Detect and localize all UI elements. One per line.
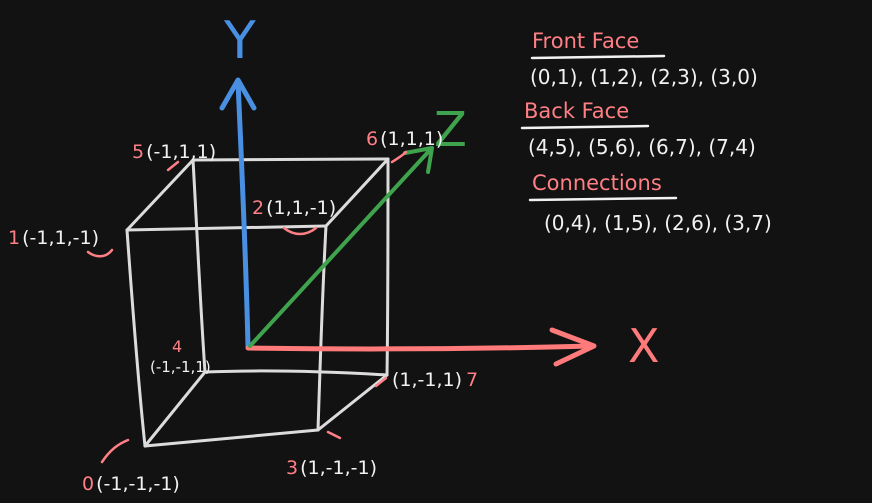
connections-edges: (0,4), (1,5), (2,6), (3,7) <box>544 211 772 235</box>
edge-2-3 <box>316 224 328 432</box>
edge-3-7 <box>316 373 389 432</box>
connections-title: Connections <box>532 171 662 195</box>
vertex-7-pointer <box>374 376 388 388</box>
vertex-6-pointer <box>390 150 408 164</box>
y-axis <box>219 77 257 350</box>
edge-1-5 <box>125 158 195 232</box>
cube-back-face <box>191 157 390 377</box>
vertex-2-label: 2(1,1,-1) <box>252 197 336 219</box>
vertex-1-pointer <box>86 248 114 258</box>
edge-1-2 <box>125 224 328 232</box>
vertex-4-label: 4 <box>172 337 182 356</box>
back-face-underline <box>520 124 650 130</box>
vertex-2-pointer <box>282 226 318 236</box>
front-face-underline <box>530 54 666 60</box>
edge-6-7 <box>385 157 390 377</box>
edge-4-5 <box>191 158 207 374</box>
vertex-4-coord: (-1,-1,1) <box>150 358 211 376</box>
vertex-labels: 0(-1,-1,-1) 1(-1,1,-1) 2(1,1,-1) 3(1,-1,… <box>8 128 478 495</box>
edge-2-6 <box>324 157 390 228</box>
cube-front-face <box>125 224 328 448</box>
notes-panel: Front Face (0,1), (1,2), (2,3), (3,0) Ba… <box>520 29 772 235</box>
vertex-3-pointer <box>326 430 342 440</box>
connections-underline <box>528 196 678 202</box>
vertex-1-label: 1(-1,1,-1) <box>8 227 99 249</box>
cube-connections <box>125 157 390 448</box>
vertex-5-label: 5(-1,1,1) <box>132 141 216 163</box>
y-axis-label: Y <box>223 11 256 71</box>
vertex-5-pointer <box>166 160 180 172</box>
edge-5-6 <box>191 157 390 162</box>
edge-7-4 <box>203 369 389 377</box>
vertex-0-label: 0(-1,-1,-1) <box>82 473 180 495</box>
edge-0-4 <box>143 370 207 448</box>
edge-3-0 <box>143 428 320 448</box>
edge-0-1 <box>125 228 147 448</box>
z-axis <box>248 146 434 348</box>
vertex-7-label: (1,-1,1)7 <box>392 369 478 391</box>
front-face-edges: (0,1), (1,2), (2,3), (3,0) <box>530 65 758 89</box>
x-axis <box>245 327 597 367</box>
back-face-edges: (4,5), (5,6), (6,7), (7,4) <box>528 135 756 159</box>
vertex-3-label: 3(1,-1,-1) <box>286 457 377 479</box>
back-face-title: Back Face <box>524 99 629 123</box>
vertex-0-pointer <box>100 438 130 464</box>
vertex-6-label: 6(1,1,1) <box>366 128 443 150</box>
z-axis-label: Z <box>434 102 467 158</box>
front-face-title: Front Face <box>532 29 639 53</box>
x-axis-label: X <box>628 319 660 373</box>
